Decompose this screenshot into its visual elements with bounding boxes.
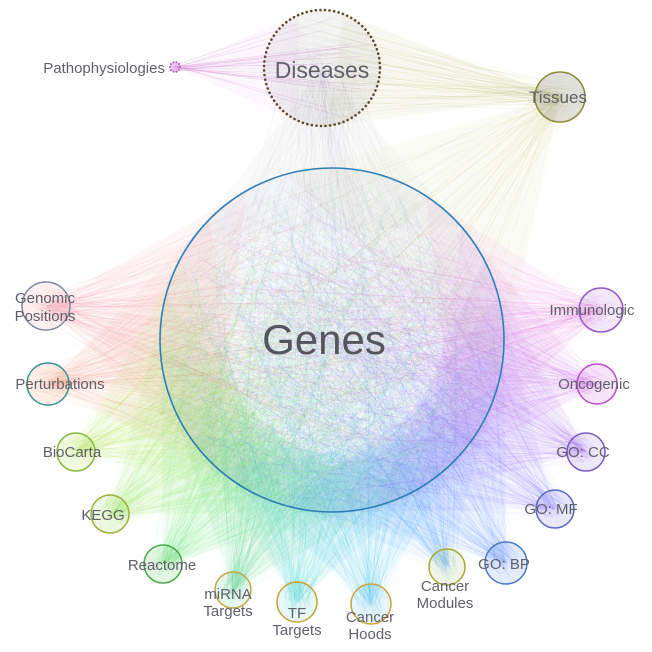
node-tissues[interactable] — [534, 71, 586, 123]
node-label-kegg: KEGG — [81, 507, 124, 524]
edge-wedge — [187, 433, 447, 602]
edge-bundle-reactome-genes — [149, 182, 487, 577]
edge-wedge — [375, 259, 586, 507]
node-label-tissues: Tissues — [529, 88, 587, 107]
edge-wedge — [288, 338, 506, 563]
node-cancer_hoods[interactable] — [350, 583, 392, 625]
node-label-perturbations: Perturbations — [15, 376, 104, 393]
edge-bundle-diseases-genes — [171, 28, 490, 502]
node-label-go_bp: GO: BP — [478, 556, 530, 573]
edge-bundle-mirna_targets-genes — [168, 184, 483, 603]
node-diseases[interactable] — [262, 8, 382, 128]
edge-bundle-go_cc-genes — [178, 181, 598, 507]
edge-bundle-tissues-genes — [173, 81, 578, 476]
edge-wedge — [425, 195, 601, 460]
node-pathophysiologies[interactable] — [169, 61, 181, 73]
edge-bundle-pathophysiologies-diseases — [171, 14, 370, 122]
node-label-reactome: Reactome — [128, 557, 196, 574]
edge-wedge — [419, 227, 597, 489]
edge-bundle-kegg-genes — [97, 180, 487, 527]
node-reactome[interactable] — [143, 544, 183, 584]
edge-wedge — [218, 430, 479, 604]
node-go_mf[interactable] — [535, 489, 575, 529]
node-go_bp[interactable] — [484, 541, 528, 585]
edge-wedge — [271, 386, 498, 567]
edge-wedge — [160, 342, 377, 564]
edge-wedge — [110, 297, 334, 514]
edge-wedge — [329, 13, 560, 126]
node-immunologic[interactable] — [578, 287, 624, 333]
edge-bundle-go_bp-genes — [170, 187, 521, 577]
node-label-oncogenic: Oncogenic — [558, 376, 630, 393]
edge-bundle-cancer_hoods-genes — [168, 184, 498, 618]
edge-bundle-go_mf-genes — [172, 177, 567, 520]
node-genes[interactable] — [159, 167, 505, 513]
edge-bundle-genomic_positions-genes — [29, 186, 488, 503]
node-oncogenic[interactable] — [576, 363, 618, 405]
edge-bundle-cancer_modules-genes — [185, 195, 498, 580]
edge-wedge — [334, 295, 555, 512]
node-label-go_mf: GO: MF — [524, 501, 577, 518]
edge-bundle-tissues-diseases — [272, 13, 574, 126]
node-genomic_positions[interactable] — [21, 281, 71, 331]
edge-wedge — [168, 393, 415, 590]
node-tf_targets[interactable] — [276, 581, 318, 623]
edge-bundle-tf_targets-genes — [173, 182, 493, 616]
node-label-go_cc: GO: CC — [556, 444, 610, 461]
edge-wedge — [46, 190, 247, 465]
node-cancer_modules[interactable] — [428, 548, 466, 586]
node-label-diseases: Diseases — [275, 57, 370, 83]
edge-wedge — [285, 97, 560, 377]
node-label-genes: Genes — [262, 316, 386, 363]
edge-bundle-oncogenic-genes — [169, 189, 611, 504]
edge-wedge — [76, 258, 290, 507]
edge-wedge — [175, 14, 300, 122]
node-label-pathophysiologies: Pathophysiologies — [43, 60, 165, 77]
node-perturbations[interactable] — [26, 362, 70, 406]
edge-bundle-biocarta-genes — [62, 178, 478, 507]
node-go_cc[interactable] — [566, 432, 606, 472]
edge-wedge — [48, 219, 252, 492]
node-kegg[interactable] — [90, 494, 130, 534]
edge-bundle-perturbations-genes — [34, 198, 494, 496]
node-label-immunologic: Immunologic — [549, 302, 635, 319]
edge-bundle-immunologic-genes — [178, 195, 617, 498]
node-biocarta[interactable] — [56, 432, 96, 472]
node-mirna_targets[interactable] — [214, 571, 252, 609]
node-label-biocarta: BioCarta — [43, 444, 102, 461]
